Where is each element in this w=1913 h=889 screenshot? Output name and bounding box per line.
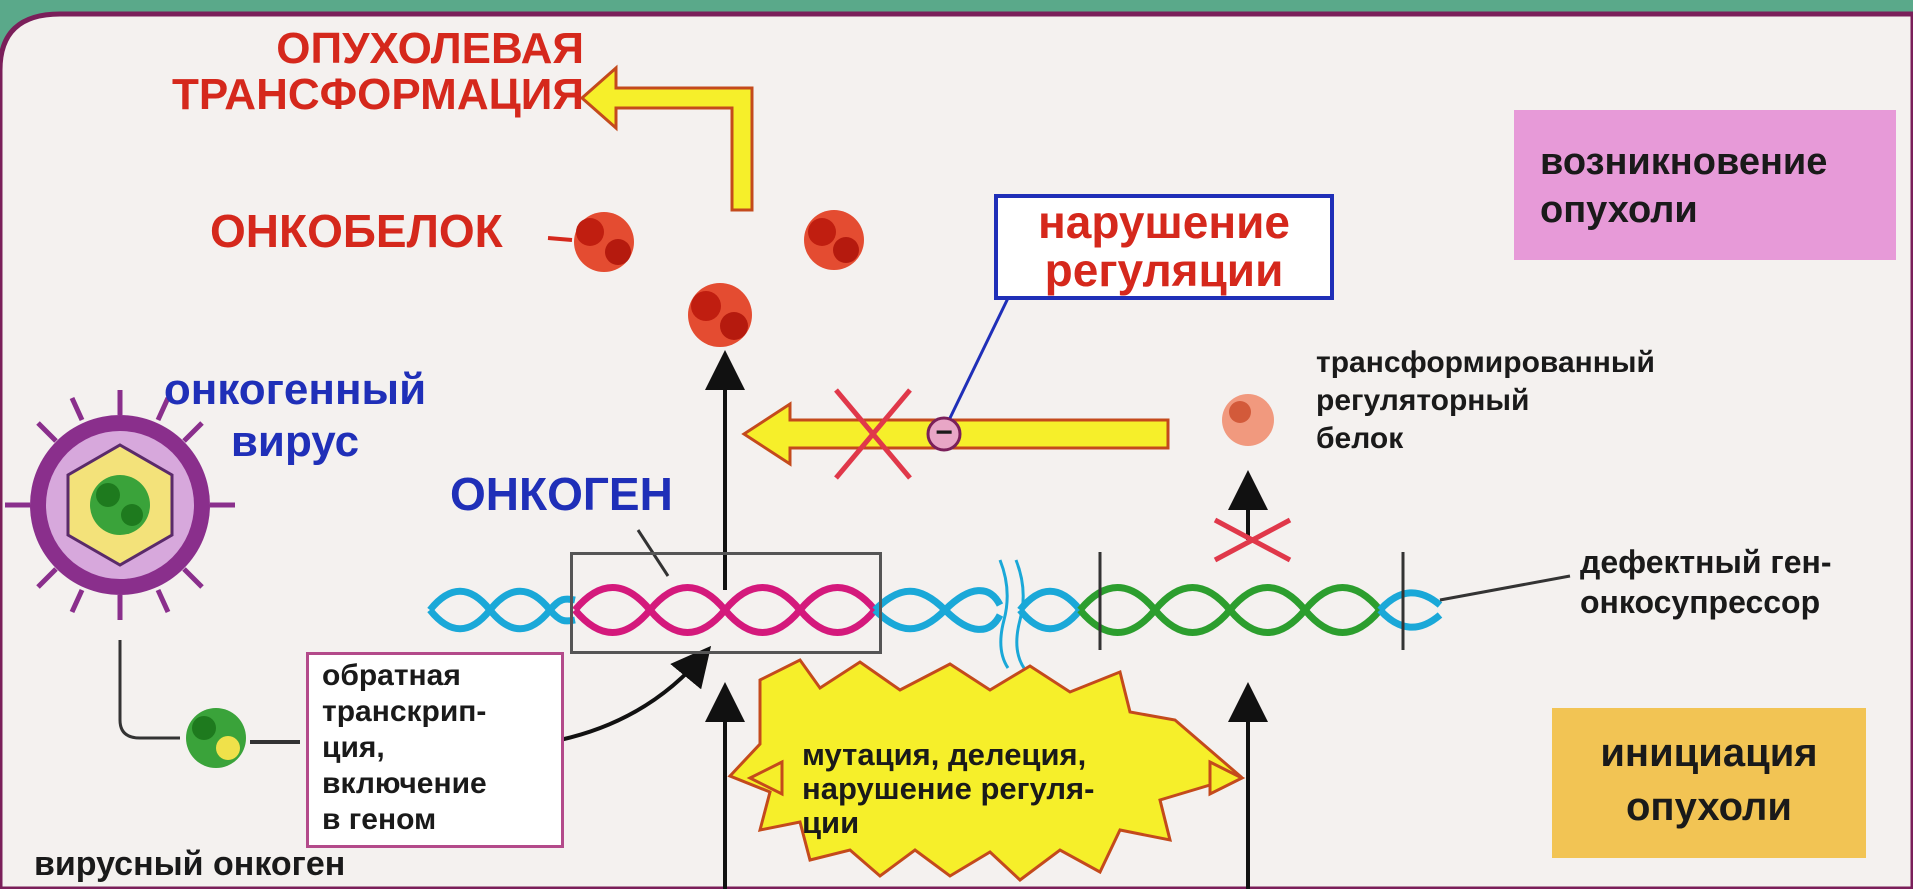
oncoprotein-blob <box>574 212 634 272</box>
viral-oncogene-blob <box>186 708 246 768</box>
tumor-emergence-label: возникновение опухоли <box>1540 138 1827 234</box>
transformed-protein-label: трансформированный регуляторный белок <box>1316 344 1655 458</box>
defective-gene-label: дефектный ген- онкосупрессор <box>1580 542 1832 622</box>
reverse-transcription-label: обратная транскрип- ция, включение в ген… <box>322 658 487 838</box>
oncoprotein-pointer <box>548 238 572 240</box>
oncogenic-virus-label: онкогенный вирус <box>130 364 460 468</box>
oncogene-label: ОНКОГЕН <box>450 468 673 520</box>
tumor-transformation-label: ОПУХОЛЕВАЯ ТРАНСФОРМАЦИЯ <box>94 26 584 118</box>
inhibition-sign: − <box>933 416 955 450</box>
oncoprotein-blob <box>688 283 752 347</box>
regulation-disruption-label: нарушение регуляции <box>994 198 1334 294</box>
viral-oncogene-label: вирусный онкоген <box>34 844 345 884</box>
regulatory-protein-blob <box>1222 394 1274 446</box>
tumor-initiation-label: инициация опухоли <box>1552 726 1866 834</box>
oncogene-box <box>570 552 882 654</box>
oncoprotein-label: ОНКОБЕЛОК <box>210 206 503 256</box>
oncoprotein-blob <box>804 210 864 270</box>
mutation-label: мутация, делеция, нарушение регуля- ции <box>802 738 1094 840</box>
